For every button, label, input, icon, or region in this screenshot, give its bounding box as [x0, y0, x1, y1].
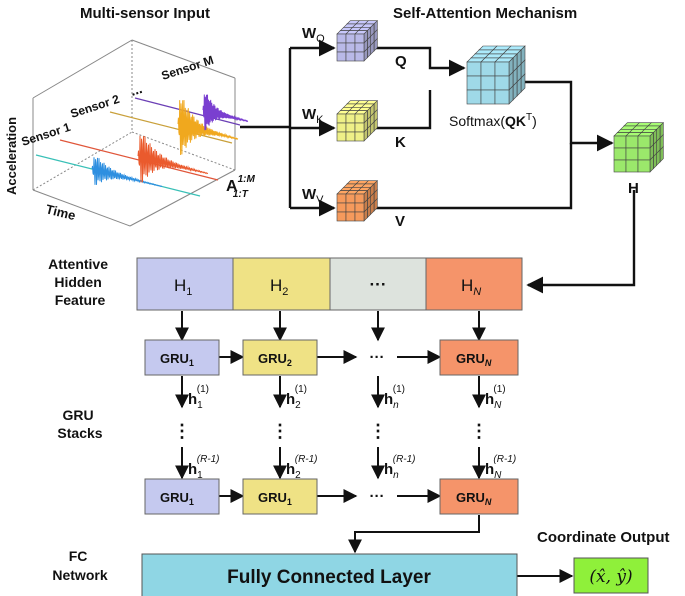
gru-bottom-2 — [242, 478, 318, 515]
gru-bottom-2-label: GRU1 — [258, 490, 292, 507]
wq-label: WQ — [302, 25, 325, 45]
hN-1-label: hN(1) — [485, 384, 506, 411]
self-attention-title: Self-Attention Mechanism — [393, 5, 577, 22]
attention-matrix-cube — [466, 45, 526, 105]
h1-1-label: h1(1) — [188, 384, 209, 411]
sensor-ellipsis-label: ... — [128, 80, 144, 99]
v-matrix-cube — [336, 179, 379, 222]
coordinate-output-title: Coordinate Output — [537, 529, 669, 546]
vertical-ellipses: ⋮ ⋮ ⋮ ⋮ — [173, 421, 488, 441]
vdots-1: ⋮ — [173, 421, 191, 441]
softmax-label: Softmax(QKT) — [449, 112, 537, 129]
fully-connected-label: Fully Connected Layer — [227, 567, 431, 588]
sensor-m-label: Sensor M — [160, 53, 216, 83]
h1-cell — [136, 257, 234, 311]
hdots-cell — [329, 257, 427, 311]
h2-label: H2 — [270, 276, 288, 298]
k-matrix-cube — [336, 99, 379, 142]
sensor-signals — [91, 94, 249, 188]
h1-label: H1 — [174, 276, 192, 298]
sensor-signal-4 — [202, 94, 249, 131]
vdots-2: ⋮ — [271, 421, 289, 441]
hidden-state-labels-top: h1(1) h2(1) hn(1) hN(1) — [188, 384, 506, 411]
sensor-signal-3 — [177, 100, 239, 156]
sensor-2-label: Sensor 2 — [69, 92, 122, 121]
time-axis-label: Time — [44, 201, 77, 223]
hn-cell — [425, 257, 523, 311]
gru-bottom-1-label: GRU1 — [160, 490, 194, 507]
gru-top-2 — [242, 339, 318, 376]
matrix-cubes — [336, 19, 665, 222]
fully-connected-layer — [141, 553, 518, 596]
gru-top-2-label: GRU2 — [258, 351, 292, 368]
wk-label: WK — [302, 106, 324, 126]
fc-network-label: FC Network — [52, 548, 107, 583]
weight-labels: WQ WK WV Q K V Softmax(QKT) H — [302, 25, 639, 230]
coordinate-output-value: (x̂, ŷ) — [589, 567, 632, 587]
hdots-label: ··· — [370, 275, 387, 294]
attention-connectors — [240, 39, 636, 294]
sensor-signal-2 — [137, 135, 209, 183]
v-label: V — [395, 213, 405, 230]
gru-bottom-ellipsis: ··· — [370, 488, 385, 505]
hN-r-label: hN(R-1) — [485, 454, 516, 481]
gru-bottom-n-label: GRUN — [456, 490, 492, 507]
gru-connectors — [175, 311, 574, 583]
attentive-hidden-feature-label: Attentive Hidden Feature — [48, 256, 112, 308]
gru-top-1-label: GRU1 — [160, 351, 194, 368]
hn-1-label: hn(1) — [384, 384, 405, 411]
gru-top-ellipsis: ··· — [370, 349, 385, 366]
acceleration-axis-label: Acceleration — [4, 117, 19, 195]
gru-bottom-n — [439, 478, 519, 515]
h2-1-label: h2(1) — [286, 384, 307, 411]
h1-r-label: h1(R-1) — [188, 454, 220, 481]
h-matrix-cube — [613, 121, 665, 173]
sensor-signal-1 — [91, 157, 162, 188]
q-matrix-cube — [336, 19, 379, 62]
k-label: K — [395, 134, 406, 151]
gru-top-n-label: GRUN — [456, 351, 492, 368]
hidden-state-labels-bottom: h1(R-1) h2(R-1) hn(R-1) hN(R-1) — [188, 454, 516, 481]
gru-bottom-1 — [144, 478, 220, 515]
hidden-feature-bar: H1 H2 ··· HN — [136, 257, 523, 311]
multi-sensor-input-title: Multi-sensor Input — [80, 5, 210, 22]
gru-bottom-row: GRU1 GRU1 GRUN ··· — [144, 478, 519, 515]
h-output-label: H — [628, 180, 639, 197]
vdots-4: ⋮ — [470, 421, 488, 441]
vdots-3: ⋮ — [369, 421, 387, 441]
h2-cell — [232, 257, 331, 311]
h2-r-label: h2(R-1) — [286, 454, 318, 481]
hn-r-label: hn(R-1) — [384, 454, 416, 481]
gru-top-row: GRU1 GRU2 GRUN ··· — [144, 339, 519, 376]
gru-stacks-label: GRU Stacks — [57, 407, 102, 441]
multi-sensor-plot: Acceleration Time Sensor 1 Sensor 2 ... … — [4, 39, 255, 227]
gru-top-n — [439, 339, 519, 376]
hn-label: HN — [461, 276, 481, 298]
q-label: Q — [395, 53, 407, 70]
coordinate-output-box — [573, 557, 649, 594]
sensor-1-label: Sensor 1 — [20, 120, 73, 149]
gru-top-1 — [144, 339, 220, 376]
wv-label: WV — [302, 186, 324, 206]
